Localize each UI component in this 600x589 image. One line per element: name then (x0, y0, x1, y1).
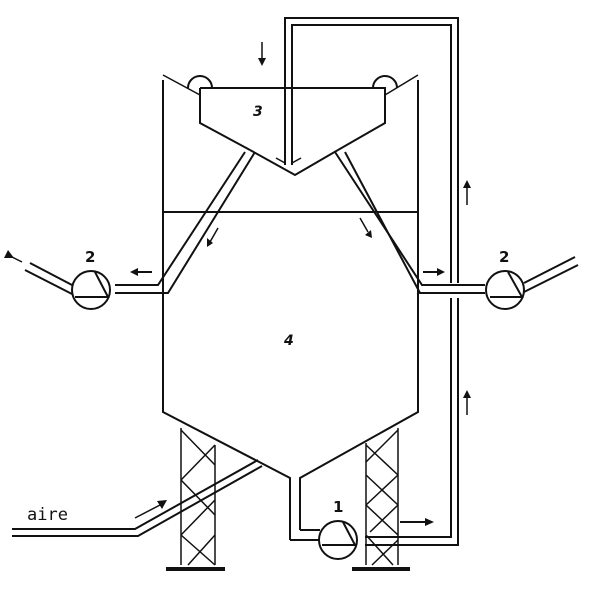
pump-2-left: 2 (4, 248, 111, 310)
label-1: 1 (333, 498, 343, 516)
vessel-4 (162, 80, 419, 540)
flow-arrows (130, 42, 471, 526)
left-overflow-cap (187, 75, 213, 89)
label-2-right: 2 (499, 248, 509, 266)
label-3: 3 (253, 104, 263, 120)
label-2-left: 2 (85, 248, 95, 266)
support-leg-right (352, 428, 410, 571)
right-overflow-cap (372, 75, 398, 89)
cyclone-3: 3 (115, 74, 485, 294)
pump-1: 1 (290, 498, 358, 560)
recirculation-pipe (275, 17, 459, 546)
air-label: aire (27, 505, 68, 525)
label-4: 4 (283, 333, 294, 349)
pump-2-right: 2 (485, 248, 579, 310)
air-inlet-pipe: aire (12, 459, 263, 537)
support-leg-left (166, 428, 225, 571)
